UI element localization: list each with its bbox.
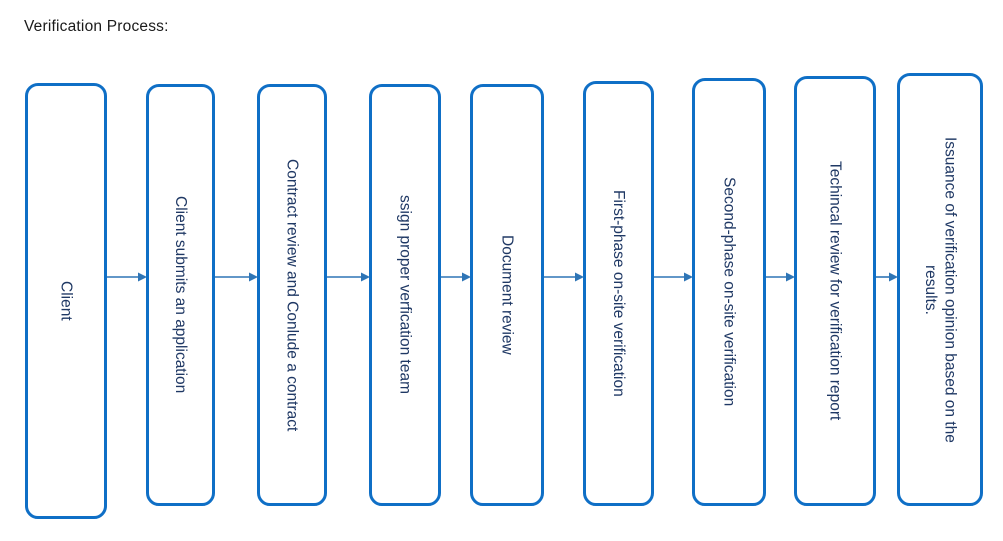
flow-arrow-2-to-3 [215,271,258,283]
process-step-label: ssign proper verfication team [396,195,414,395]
process-step-client-submits-an-application[interactable]: Client submits an application [146,84,215,506]
process-step-techincal-review-for-verification-report[interactable]: Techincal review for verification report [794,76,876,506]
process-step-second-phase-on-site-verification[interactable]: Second-phase on-site verification [692,78,766,506]
process-step-label: First-phase on-site verification [610,190,628,397]
page-title: Verification Process: [24,18,169,35]
process-step-client[interactable]: Client [25,83,107,519]
process-step-assign-proper-verfication-team[interactable]: ssign proper verfication team [369,84,441,506]
process-step-label: Second-phase on-site verification [720,177,738,407]
flow-arrow-4-to-5 [441,271,471,283]
flow-arrow-1-to-2 [107,271,147,283]
flow-arrow-6-to-7 [654,271,693,283]
flow-arrow-8-to-9 [876,271,898,283]
process-step-label: Client submits an application [172,196,190,394]
process-step-label: Techincal review for verification report [826,161,844,421]
process-step-label: Contract review and Conlude a contract [283,158,301,432]
process-step-label: Document review [498,235,516,355]
process-step-contract-review-and-conlude-a-contract[interactable]: Contract review and Conlude a contract [257,84,327,506]
process-step-label: Client [57,281,75,321]
process-step-issuance-of-verification-opinion[interactable]: Issuance of verification opinion based o… [897,73,983,506]
process-step-document-review[interactable]: Document review [470,84,544,506]
process-step-first-phase-on-site-verification[interactable]: First-phase on-site verification [583,81,654,506]
process-step-label: Issuance of verification opinion based o… [922,136,959,443]
flow-arrow-3-to-4 [327,271,370,283]
flow-arrow-5-to-6 [544,271,584,283]
flow-arrow-7-to-8 [766,271,795,283]
